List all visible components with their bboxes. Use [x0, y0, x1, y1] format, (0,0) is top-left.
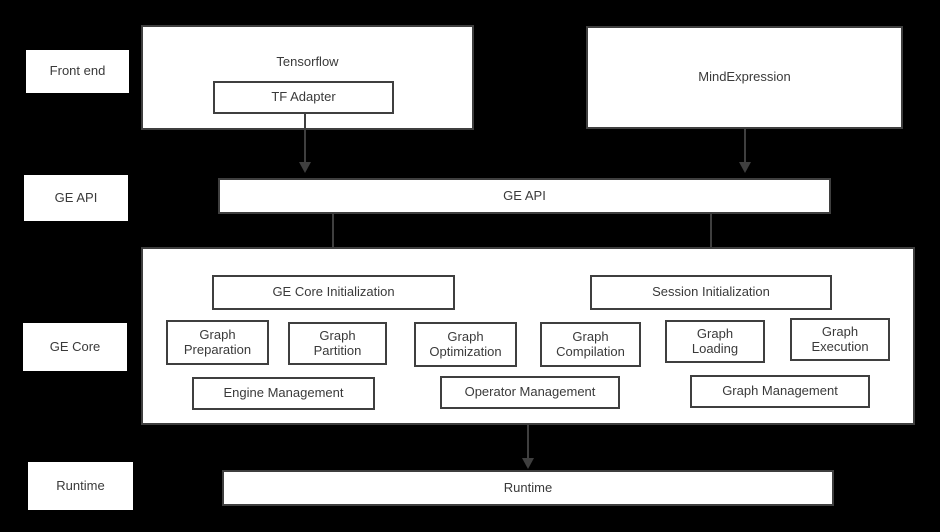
module-graph-execution-label: Graph Execution — [811, 323, 869, 354]
layer-label-ge-api: GE API — [24, 175, 128, 221]
layer-label-runtime: Runtime — [28, 462, 133, 510]
module-graph-execution[interactable]: Graph Execution — [790, 318, 890, 361]
ge-core-initialization-label: GE Core Initialization — [272, 284, 395, 300]
session-initialization-label: Session Initialization — [652, 284, 770, 300]
frontend-mindexpression-box[interactable]: MindExpression — [586, 26, 903, 129]
module-graph-partition-label: Graph Partition — [313, 327, 362, 358]
connector-geapi-to-gecoreinit-line — [332, 214, 334, 264]
connector-tfadapter-to-geapi-line — [304, 113, 306, 165]
manager-engine-management[interactable]: Engine Management — [192, 377, 375, 410]
frontend-tf-adapter-box[interactable]: TF Adapter — [213, 81, 394, 114]
connector-tfadapter-to-geapi-arrow — [299, 162, 311, 173]
manager-graph-management-label: Graph Management — [722, 383, 838, 399]
runtime-label: Runtime — [503, 479, 553, 495]
frontend-tensorflow-label: Tensorflow — [276, 54, 339, 69]
layer-label-runtime-text: Runtime — [56, 477, 105, 493]
ge-core-initialization-box[interactable]: GE Core Initialization — [212, 275, 455, 310]
module-graph-preparation[interactable]: Graph Preparation — [166, 320, 269, 365]
manager-engine-management-label: Engine Management — [223, 385, 344, 401]
runtime-box[interactable]: Runtime — [222, 470, 834, 506]
layer-label-ge-core: GE Core — [23, 323, 127, 371]
connector-gecore-to-runtime-arrow — [522, 458, 534, 469]
layer-label-front-end-text: Front end — [49, 63, 106, 79]
module-graph-loading-label: Graph Loading — [691, 325, 739, 356]
ge-api-box[interactable]: GE API — [218, 178, 831, 214]
frontend-mindexpression-label: MindExpression — [698, 69, 791, 85]
module-graph-compilation[interactable]: Graph Compilation — [540, 322, 641, 367]
module-graph-compilation-label: Graph Compilation — [556, 328, 625, 359]
layer-label-ge-core-text: GE Core — [49, 338, 101, 354]
connector-geapi-to-sessioninit-line — [710, 214, 712, 264]
manager-graph-management[interactable]: Graph Management — [690, 375, 870, 408]
module-graph-optimization[interactable]: Graph Optimization — [414, 322, 517, 367]
layer-label-front-end: Front end — [26, 50, 129, 93]
connector-mindexpression-to-geapi-arrow — [739, 162, 751, 173]
ge-api-label: GE API — [503, 187, 546, 203]
frontend-tf-adapter-label: TF Adapter — [271, 89, 336, 105]
module-graph-preparation-label: Graph Preparation — [183, 326, 252, 357]
module-graph-optimization-label: Graph Optimization — [429, 328, 502, 359]
connector-mindexpression-to-geapi-line — [744, 129, 746, 165]
layer-label-ge-api-text: GE API — [54, 189, 98, 205]
manager-operator-management[interactable]: Operator Management — [440, 376, 620, 409]
session-initialization-box[interactable]: Session Initialization — [590, 275, 832, 310]
frontend-tensorflow-box[interactable]: Tensorflow — [141, 25, 474, 130]
connector-gecore-to-runtime-line — [527, 425, 529, 462]
module-graph-loading[interactable]: Graph Loading — [665, 320, 765, 363]
manager-operator-management-label: Operator Management — [464, 384, 596, 400]
module-graph-partition[interactable]: Graph Partition — [288, 322, 387, 365]
